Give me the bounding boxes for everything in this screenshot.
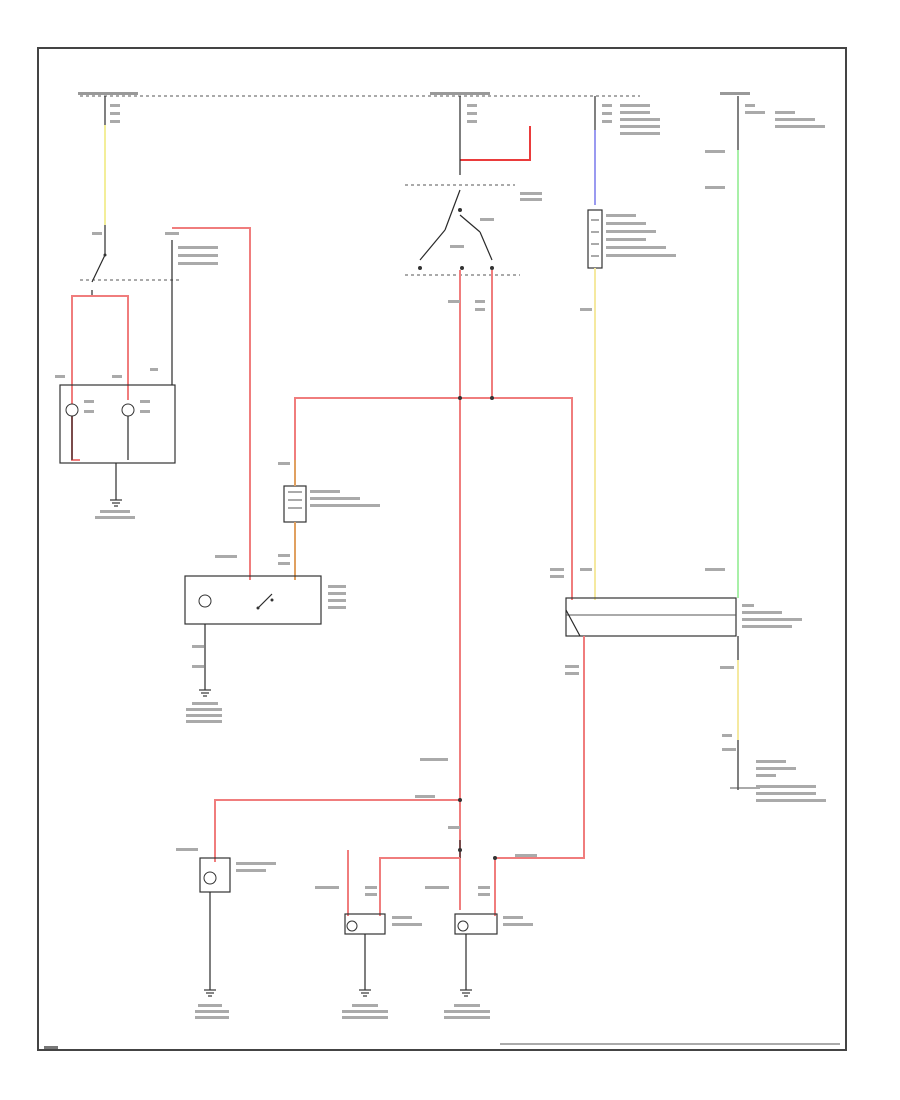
diagram-frame [37, 47, 847, 1051]
module-red-out [495, 636, 585, 859]
bottom-red-left-feed [214, 799, 460, 862]
center-fuse [405, 96, 542, 201]
far-right-fuse [705, 96, 825, 189]
left-lamp-feed-b [379, 857, 460, 916]
right-lamp [425, 854, 537, 935]
left-bulb-feed-b [92, 295, 129, 400]
red-bus-horizontal [294, 397, 573, 600]
left-lamp-ground [342, 989, 388, 1019]
control-module-box [550, 568, 802, 637]
interior-lamp [176, 848, 276, 893]
left-bulb-box [55, 368, 176, 464]
door-switch-ground [186, 645, 222, 723]
small-relay-box [278, 462, 380, 523]
door-switch-box [184, 555, 346, 625]
right-connector [587, 209, 676, 269]
footer-label [44, 1046, 58, 1049]
left-ground-symbol [95, 499, 135, 519]
top-bus [78, 92, 750, 97]
right-end-label [730, 760, 826, 802]
red-feed-door-switch [172, 227, 251, 580]
interior-lamp-ground [195, 989, 229, 1019]
fuse-left [104, 96, 120, 225]
left-switch [80, 225, 180, 295]
center-multi-switch [405, 189, 520, 276]
left-lamp [315, 886, 422, 935]
right-lamp-ground [444, 989, 490, 1019]
right-fuse [594, 96, 660, 135]
left-bulb-feed-a [71, 295, 92, 461]
